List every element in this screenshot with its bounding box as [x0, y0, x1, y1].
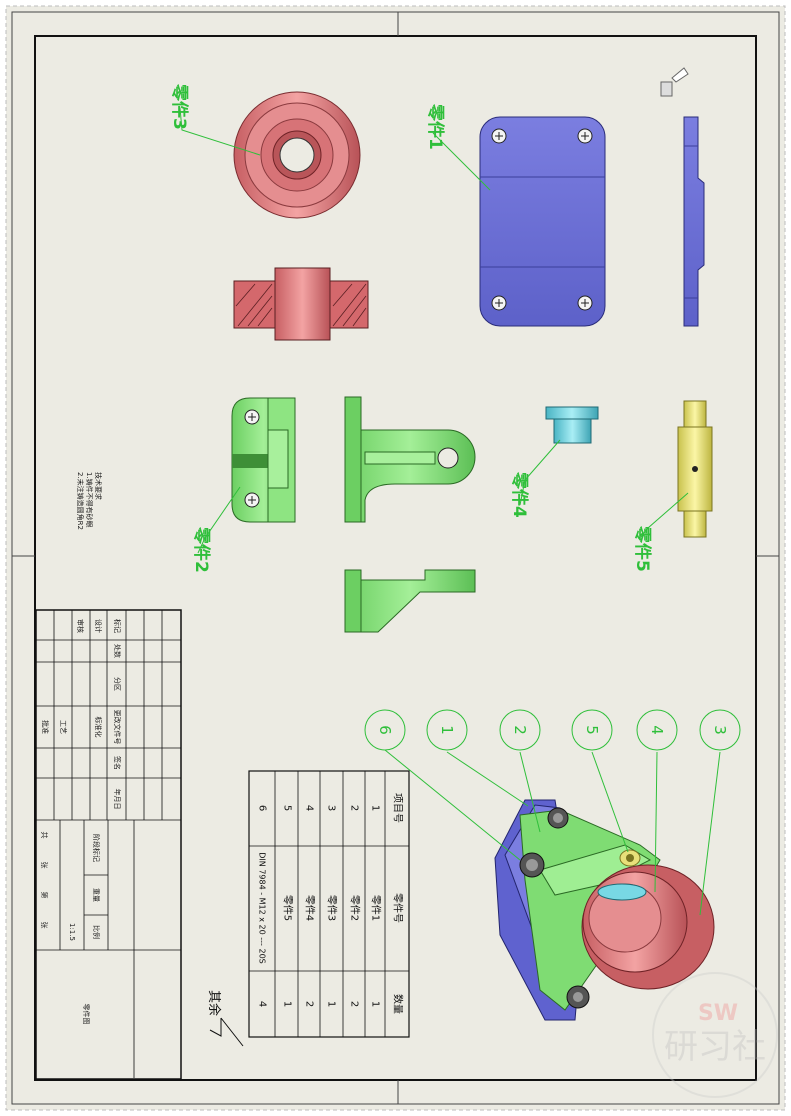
tb-label-sheets: 张 — [40, 862, 49, 869]
balloon-4-text: 4 — [648, 725, 666, 735]
part5-label: 零件5 — [632, 525, 653, 572]
balloon-6[interactable]: 6 — [364, 709, 406, 751]
sheet-trim-frame — [11, 11, 780, 1105]
tb-label-process: 工艺 — [59, 720, 67, 734]
balloon-2-text: 2 — [511, 725, 529, 735]
part4-view — [545, 406, 599, 444]
tb-label-zone: 分区 — [113, 677, 122, 691]
zone-marks — [12, 12, 779, 1104]
bom-row-5-qty: 1 — [282, 1001, 293, 1007]
assembly-view — [494, 799, 715, 1021]
bom-row-2-part: 零件2 — [349, 895, 361, 921]
surface-finish-symbol: 其余 — [206, 990, 244, 1047]
bom-header-item: 项目号 — [392, 793, 404, 823]
bom-header-part: 零件号 — [392, 893, 404, 923]
balloon-4[interactable]: 4 — [636, 709, 678, 751]
tb-label-stage: 阶段标记 — [92, 834, 101, 862]
tb-label-no: 第 — [40, 892, 49, 899]
part1-top-view — [479, 116, 606, 327]
part5-view — [677, 400, 713, 538]
bom-row-1-item: 1 — [370, 805, 381, 811]
tb-drawing-name: 零件图 — [82, 1004, 91, 1025]
bom-row-4-item: 4 — [304, 805, 315, 811]
tech-note-title: 技术要求 — [94, 472, 103, 500]
tb-scale-value: 1:1.5 — [68, 923, 76, 941]
tb-label-scale: 比例 — [92, 925, 101, 939]
tb-label-change-doc: 更改文件号 — [113, 710, 122, 745]
tb-label-design: 设计 — [94, 619, 103, 633]
bom-row-4-qty: 2 — [304, 1001, 315, 1007]
tech-note-1: 1.铸件不得有砂眼 — [85, 472, 94, 528]
title-block: 标记 处数 分区 更改文件号 签名 年月日 设计 标准化 审核 工艺 批准 阶段… — [35, 609, 182, 1080]
drawing-border — [34, 35, 757, 1081]
tb-label-approve: 批准 — [41, 720, 50, 734]
part2-top-view — [344, 569, 476, 633]
tb-label-count: 处数 — [113, 644, 122, 658]
tech-notes: 技术要求 1.铸件不得有砂眼 2.未注铸造圆角R2 — [76, 472, 103, 530]
bom-header-qty: 数量 — [392, 994, 405, 1014]
watermark-logo: SW 研习社 — [652, 972, 778, 1098]
part-labels: 零件3 零件1 零件2 零件4 零件5 — [169, 83, 653, 573]
tb-label-standard: 标准化 — [94, 717, 103, 738]
bom-row-6-part: DIN 7984 - M12 x 20 --- 20S — [258, 852, 267, 963]
balloon-1[interactable]: 1 — [426, 709, 468, 751]
leader-lines — [179, 107, 721, 916]
part2-label: 零件2 — [191, 526, 212, 573]
balloon-5-text: 5 — [583, 725, 601, 735]
part3-front-view — [233, 91, 361, 219]
part1-label: 零件1 — [425, 103, 446, 150]
part2-front-view — [344, 396, 476, 523]
surface-finish-text: 其余 — [206, 990, 222, 1016]
bom-row-2-item: 2 — [349, 805, 360, 811]
balloon-3-text: 3 — [711, 725, 729, 735]
balloons: 6 1 2 5 4 3 — [364, 709, 741, 751]
tb-label-date: 年月日 — [113, 789, 122, 810]
bom-row-4-part: 零件4 — [304, 895, 316, 921]
balloon-6-text: 6 — [376, 725, 394, 735]
bom-row-3-part: 零件3 — [326, 895, 338, 921]
bom-row-5-part: 零件5 — [282, 895, 294, 921]
tb-label-total: 共 — [40, 832, 49, 839]
tb-label-sign: 签名 — [113, 756, 122, 770]
balloon-1-text: 1 — [438, 725, 456, 735]
tb-label-mark: 标记 — [113, 619, 122, 633]
balloon-2[interactable]: 2 — [499, 709, 541, 751]
balloon-3[interactable]: 3 — [699, 709, 741, 751]
tb-label-review: 审核 — [76, 619, 85, 633]
tb-label-weight: 重量 — [92, 888, 100, 902]
bom-row-1-qty: 1 — [370, 1001, 381, 1007]
tb-label-sheet: 张 — [40, 922, 49, 929]
part3-section-view — [233, 267, 369, 341]
part4-label: 零件4 — [509, 471, 530, 518]
bom-row-6-qty: 4 — [257, 1001, 268, 1007]
bom-row-5-item: 5 — [282, 805, 293, 811]
bom-row-1-part: 零件1 — [370, 895, 382, 921]
part2-left-view — [231, 397, 296, 523]
bom-table: 项目号 零件号 数量 1 零件1 1 2 零件2 2 3 零件3 1 4 零件4… — [248, 770, 410, 1038]
bom-row-6-item: 6 — [257, 805, 268, 811]
part1-side-view — [683, 116, 705, 327]
balloon-5[interactable]: 5 — [571, 709, 613, 751]
bom-row-3-qty: 1 — [326, 1001, 337, 1007]
view-orientation-icon[interactable] — [660, 67, 689, 97]
part3-label: 零件3 — [169, 83, 190, 130]
watermark-mark: SW — [698, 1001, 738, 1026]
bom-row-2-qty: 2 — [349, 1001, 360, 1007]
tech-note-2: 2.未注铸造圆角R2 — [76, 472, 85, 530]
bom-row-3-item: 3 — [326, 805, 337, 811]
watermark-text: 研习社 — [664, 1027, 766, 1067]
